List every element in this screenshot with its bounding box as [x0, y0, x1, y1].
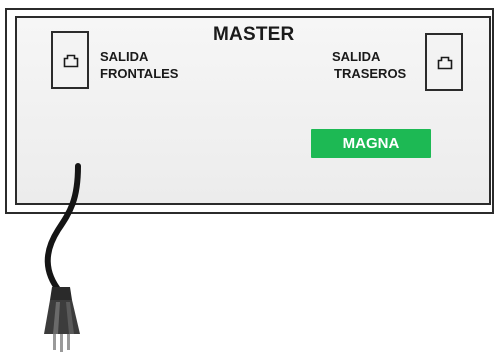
front-output-label-line1: SALIDA: [100, 49, 149, 64]
ethernet-port-icon: [63, 54, 79, 68]
front-output-port[interactable]: [51, 31, 89, 89]
device-title: MASTER: [213, 24, 295, 45]
ethernet-port-icon: [437, 56, 453, 70]
plug-icon: [44, 287, 80, 352]
cable-wire: [44, 163, 81, 295]
rear-output-port[interactable]: [425, 33, 463, 91]
device-panel: [15, 16, 491, 205]
front-output-label-line2: FRONTALES: [100, 66, 179, 81]
rear-output-label-line1: SALIDA: [332, 49, 381, 64]
rear-output-label-line2: TRASEROS: [334, 66, 407, 81]
magna-button[interactable]: MAGNA: [311, 129, 431, 158]
